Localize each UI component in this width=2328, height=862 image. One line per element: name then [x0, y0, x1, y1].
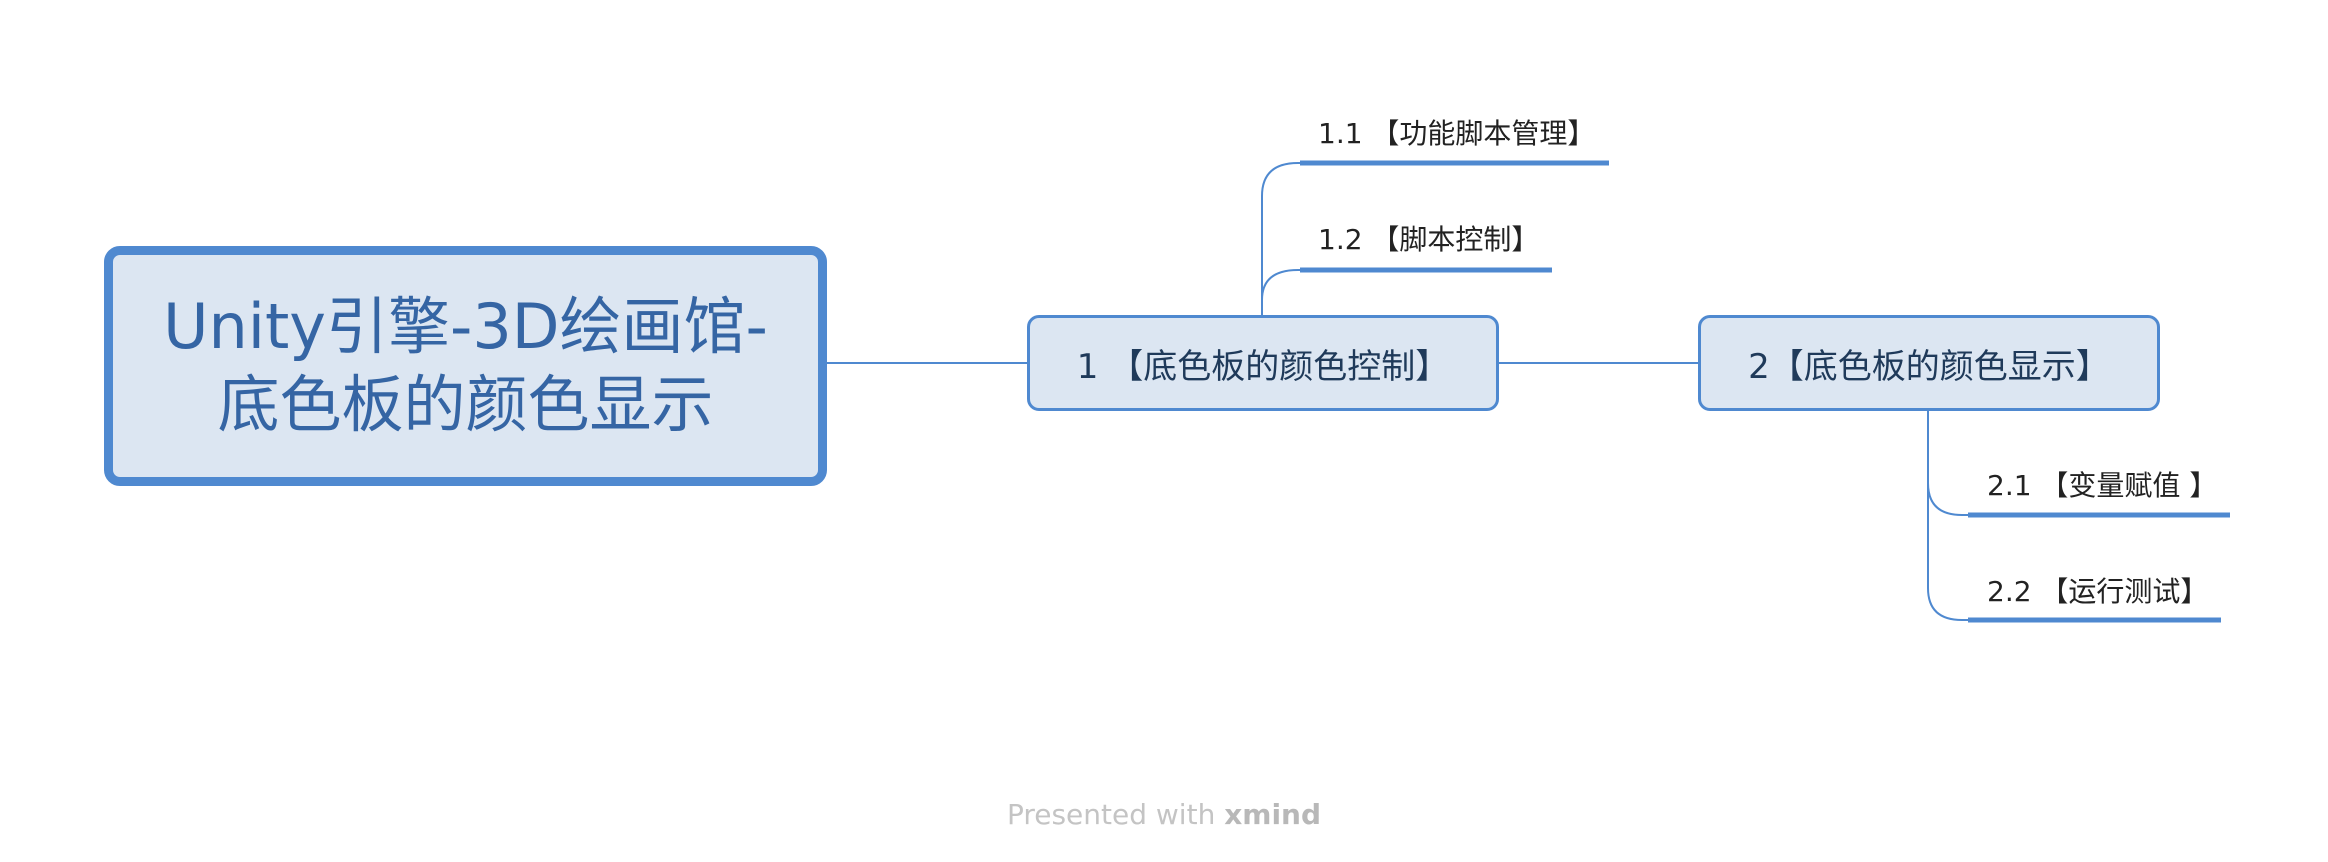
connector-topic-1-to-sub-1-1	[1261, 162, 1305, 315]
connector-topic-2-to-sub-2-1	[1927, 411, 1970, 516]
central-topic[interactable]: Unity引擎-3D绘画馆- 底色板的颜色显示	[104, 246, 827, 486]
subtopic-run-test[interactable]: 2.2 【运行测试】	[1987, 575, 2209, 608]
footer-prefix: Presented with	[1006, 798, 1225, 831]
connector-topic-2-to-sub-2-2	[1927, 480, 1970, 621]
xmind-brand: xmind	[1224, 798, 1322, 831]
subtopic-variable-assignment[interactable]: 2.1 【变量赋值 】	[1987, 469, 2218, 502]
subtopic-script-control[interactable]: 1.2 【脚本控制】	[1318, 223, 1540, 256]
main-topic-color-control-label: 1 【底色板的颜色控制】	[1076, 346, 1450, 387]
presented-with-footer: Presented with xmind	[0, 798, 2328, 831]
subtopic-function-script-management[interactable]: 1.1 【功能脚本管理】	[1318, 117, 1596, 150]
connector-topic-1-to-sub-1-2	[1261, 269, 1305, 301]
central-topic-label: Unity引擎-3D绘画馆- 底色板的颜色显示	[163, 290, 768, 441]
main-topic-color-display[interactable]: 2【底色板的颜色显示】	[1698, 315, 2160, 411]
main-topic-color-control[interactable]: 1 【底色板的颜色控制】	[1027, 315, 1499, 411]
main-topic-color-display-label: 2【底色板的颜色显示】	[1748, 346, 2110, 387]
